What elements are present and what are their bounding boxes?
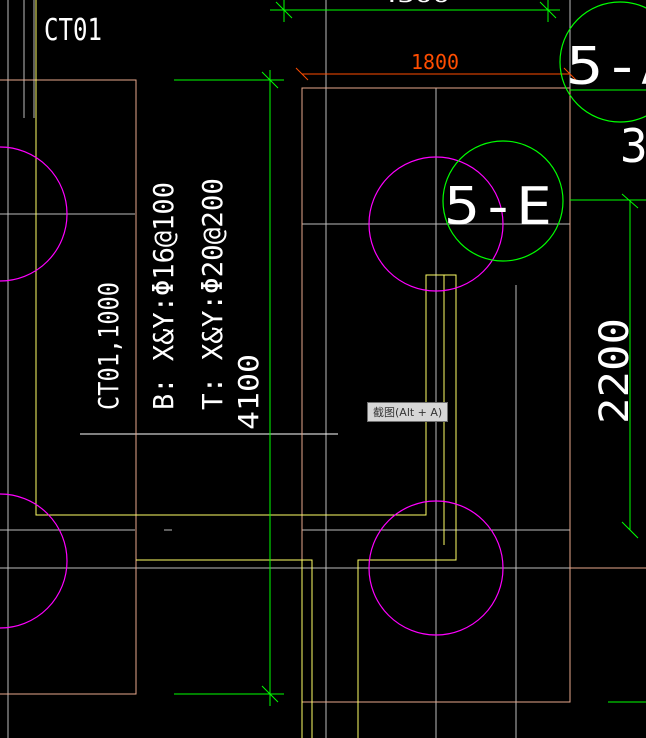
pile-circle-top-right	[368, 156, 504, 292]
bottom-rebar-label: B: X&Y:Φ16@100	[147, 182, 180, 410]
cap-outline-left	[0, 79, 137, 695]
wall-line-b	[136, 559, 313, 738]
top-rebar-label: T: X&Y:Φ20@200	[196, 178, 229, 410]
axis-bubble-5a[interactable]	[559, 1, 646, 123]
dim-tick-top-left	[275, 1, 293, 19]
dim-tick-right-top	[621, 193, 639, 209]
digit-right: 3	[620, 119, 646, 173]
elevation-label: 4100	[232, 354, 265, 430]
dimension-lines	[174, 0, 646, 706]
cap-outlines	[0, 79, 646, 703]
pile-circle-bottom-right	[368, 500, 504, 636]
dim-tick-right-bottom	[621, 521, 639, 539]
dim-tick-left-top	[261, 71, 279, 89]
axis-5e-label: 5-E	[444, 177, 552, 237]
axis-bubbles	[442, 1, 646, 262]
screenshot-tooltip: 截图(Alt + A)	[367, 402, 449, 422]
pile-circles	[0, 146, 504, 636]
pile-circle-bottom-left	[0, 493, 68, 629]
annotations: CT01 CT01,1000 B: X&Y:Φ16@100 T: X&Y:Φ20…	[44, 0, 646, 430]
dim-tick-left-bottom	[261, 685, 279, 703]
dim-top-partial-label: 4500	[380, 0, 450, 7]
dim-1800-tick-left	[295, 67, 309, 81]
cap-outline-right	[301, 87, 571, 703]
dim-vertical-label: 2200	[592, 318, 638, 424]
wall-line-c	[436, 274, 445, 545]
cap-name-top: CT01	[44, 13, 102, 48]
dim-tick-top-right	[539, 1, 557, 19]
pile-circle-top-left	[0, 146, 68, 282]
dim-1800-tick-right	[563, 67, 577, 81]
dim-horizontal-label: 1800	[411, 50, 459, 74]
axis-5a-label: 5-A	[566, 37, 646, 97]
cap-id-depth: CT01,1000	[92, 282, 125, 410]
dimension-1800	[295, 67, 577, 81]
wall-lines	[35, 0, 457, 738]
axis-bubble-5e[interactable]	[442, 140, 564, 262]
